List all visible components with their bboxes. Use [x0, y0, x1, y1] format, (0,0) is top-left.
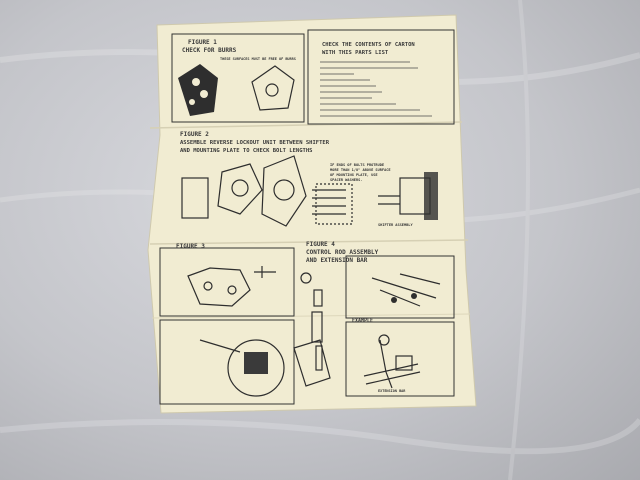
figure2-callout-line3: OF MOUNTING PLATE, USE	[330, 173, 378, 177]
figure3-detail-drawing	[199, 339, 331, 397]
figure4-extension-label: EXTENSION BAR	[378, 389, 406, 393]
figure2-shifter-label: SHIFTER ASSEMBLY	[378, 223, 413, 227]
figure2-callout-line4: SPACER WASHERS.	[330, 178, 362, 182]
figure2-title: FIGURE 2	[180, 131, 209, 138]
figure1-plate-drawing	[178, 64, 218, 116]
figure4-line2: AND EXTENSION BAR	[306, 257, 368, 264]
figure4-example-drawing	[363, 334, 421, 389]
figure4-example-label: EXAMPLE	[352, 318, 373, 324]
figure2-line1: ASSEMBLE REVERSE LOCKOUT UNIT BETWEEN SH…	[180, 140, 330, 146]
figure1-subtitle: CHECK FOR BURRS	[182, 47, 237, 54]
figure3-title: FIGURE 3	[176, 243, 205, 250]
parts-list-lines	[320, 61, 432, 117]
parts-list-title: CHECK THE CONTENTS OF CARTON	[322, 42, 415, 48]
figure4-line1: CONTROL ROD ASSEMBLY	[306, 249, 379, 256]
figure2-drawing	[181, 155, 438, 227]
figure1-title: FIGURE 1	[188, 39, 217, 46]
figure2-line2: AND MOUNTING PLATE TO CHECK BOLT LENGTHS	[180, 148, 312, 154]
parts-list-subtitle: WITH THIS PARTS LIST	[322, 50, 389, 56]
instruction-sheet: FIGURE 1 CHECK FOR BURRS THESE SURFACES …	[147, 14, 477, 414]
figure4-title: FIGURE 4	[306, 241, 335, 248]
figure1-note: THESE SURFACES MUST BE FREE OF BURRS	[220, 57, 296, 61]
figure2-callout-line2: MORE THAN 1/8" ABOVE SURFACE	[330, 168, 391, 172]
figure2-callout-line1: IF ENDS OF BOLTS PROTRUDE	[330, 163, 384, 167]
figure3-drawing	[187, 266, 276, 307]
figure4-rod-drawing	[300, 272, 441, 371]
